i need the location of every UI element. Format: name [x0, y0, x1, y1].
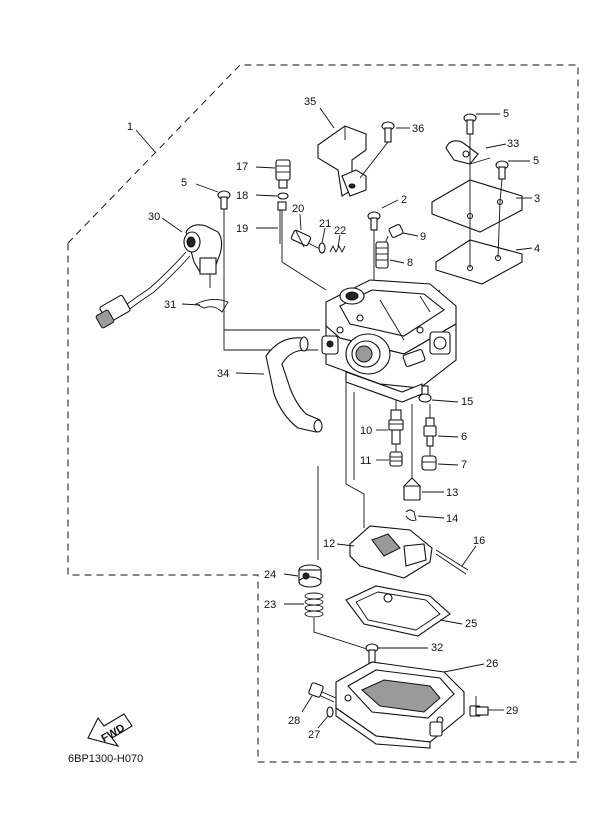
callout-20: 20: [292, 203, 304, 215]
part-19-needle: [277, 201, 287, 246]
callout-12: 12: [323, 538, 335, 550]
callout-5-top: 5: [503, 108, 509, 120]
callout-36: 36: [412, 123, 424, 135]
callout-15: 15: [461, 396, 473, 408]
callout-7: 7: [461, 459, 467, 471]
carburetor-body: [321, 279, 457, 403]
part-3-cover-plate: [431, 179, 523, 233]
drawing-code: 6BP1300-H070: [68, 753, 143, 765]
callout-5-left: 5: [181, 177, 187, 189]
part-18-o-ring: [277, 192, 289, 200]
callout-11: 11: [360, 455, 371, 467]
callout-26: 26: [486, 658, 498, 670]
callout-34: 34: [217, 368, 229, 380]
callout-18: 18: [236, 190, 248, 202]
part-30-solenoid: [95, 224, 223, 329]
part-2-screw: [367, 211, 381, 231]
part-35-bracket: [317, 125, 367, 197]
callout-24: 24: [264, 569, 276, 581]
part-4-gasket: [435, 239, 523, 285]
part-28-drain-screw: [308, 682, 337, 703]
callout-32: 32: [431, 642, 443, 654]
part-6-pilot-jet: [423, 417, 437, 447]
callout-2: 2: [401, 194, 407, 206]
part-23-spring: [304, 592, 324, 618]
part-25-gasket: [345, 585, 451, 637]
callout-8: 8: [407, 257, 413, 269]
callout-16: 16: [473, 535, 485, 547]
callout-22: 22: [334, 225, 346, 237]
part-10-main-nozzle: [388, 409, 404, 445]
part-20-pilot-screw: [290, 229, 323, 251]
part-5-screw-right: [495, 160, 509, 180]
part-16-float-pin: [435, 549, 469, 575]
callout-6: 6: [461, 431, 467, 443]
callout-13: 13: [446, 487, 458, 499]
callout-31: 31: [164, 299, 176, 311]
callout-14: 14: [446, 513, 458, 525]
part-15-screw: [418, 385, 432, 403]
callout-3: 3: [534, 193, 540, 205]
callout-35: 35: [304, 96, 316, 108]
part-22-spring: [329, 244, 346, 254]
callout-9: 9: [420, 231, 426, 243]
part-11-main-jet: [389, 451, 403, 467]
part-33-clamp: [445, 140, 491, 165]
part-27-o-ring: [326, 706, 334, 718]
callout-4: 4: [534, 243, 540, 255]
part-17-cap: [275, 159, 291, 189]
part-32-screw: [365, 643, 379, 665]
callout-21: 21: [319, 218, 331, 230]
part-14-clip: [405, 509, 417, 521]
callout-5-right: 5: [533, 155, 539, 167]
part-26-float-bowl: [335, 661, 465, 749]
leader-1: [135, 129, 156, 153]
part-36-screw: [381, 121, 395, 143]
part-8-spring: [375, 241, 389, 269]
callout-19: 19: [236, 223, 248, 235]
callout-28: 28: [288, 715, 300, 727]
callout-1: 1: [127, 121, 133, 133]
callout-10: 10: [360, 425, 372, 437]
callout-23: 23: [264, 599, 276, 611]
callout-29: 29: [506, 705, 518, 717]
part-5-screw-top: [463, 113, 477, 135]
part-29-screw: [469, 705, 489, 717]
callout-33: 33: [507, 138, 519, 150]
part-13-needle-valve: [402, 477, 422, 501]
assembly-boundary: [67, 64, 579, 763]
part-31-clip: [194, 299, 229, 313]
callout-25: 25: [465, 618, 477, 630]
part-21-washer: [318, 242, 326, 254]
part-5-screw-left: [217, 190, 231, 210]
fwd-direction-arrow: FWD: [87, 713, 133, 747]
part-7-plug: [421, 455, 437, 471]
callout-30: 30: [148, 211, 160, 223]
callout-27: 27: [308, 729, 320, 741]
callout-17: 17: [236, 161, 248, 173]
part-24-retainer: [298, 564, 322, 588]
part-12-float: [349, 525, 433, 579]
part-34-hose: [265, 336, 323, 433]
